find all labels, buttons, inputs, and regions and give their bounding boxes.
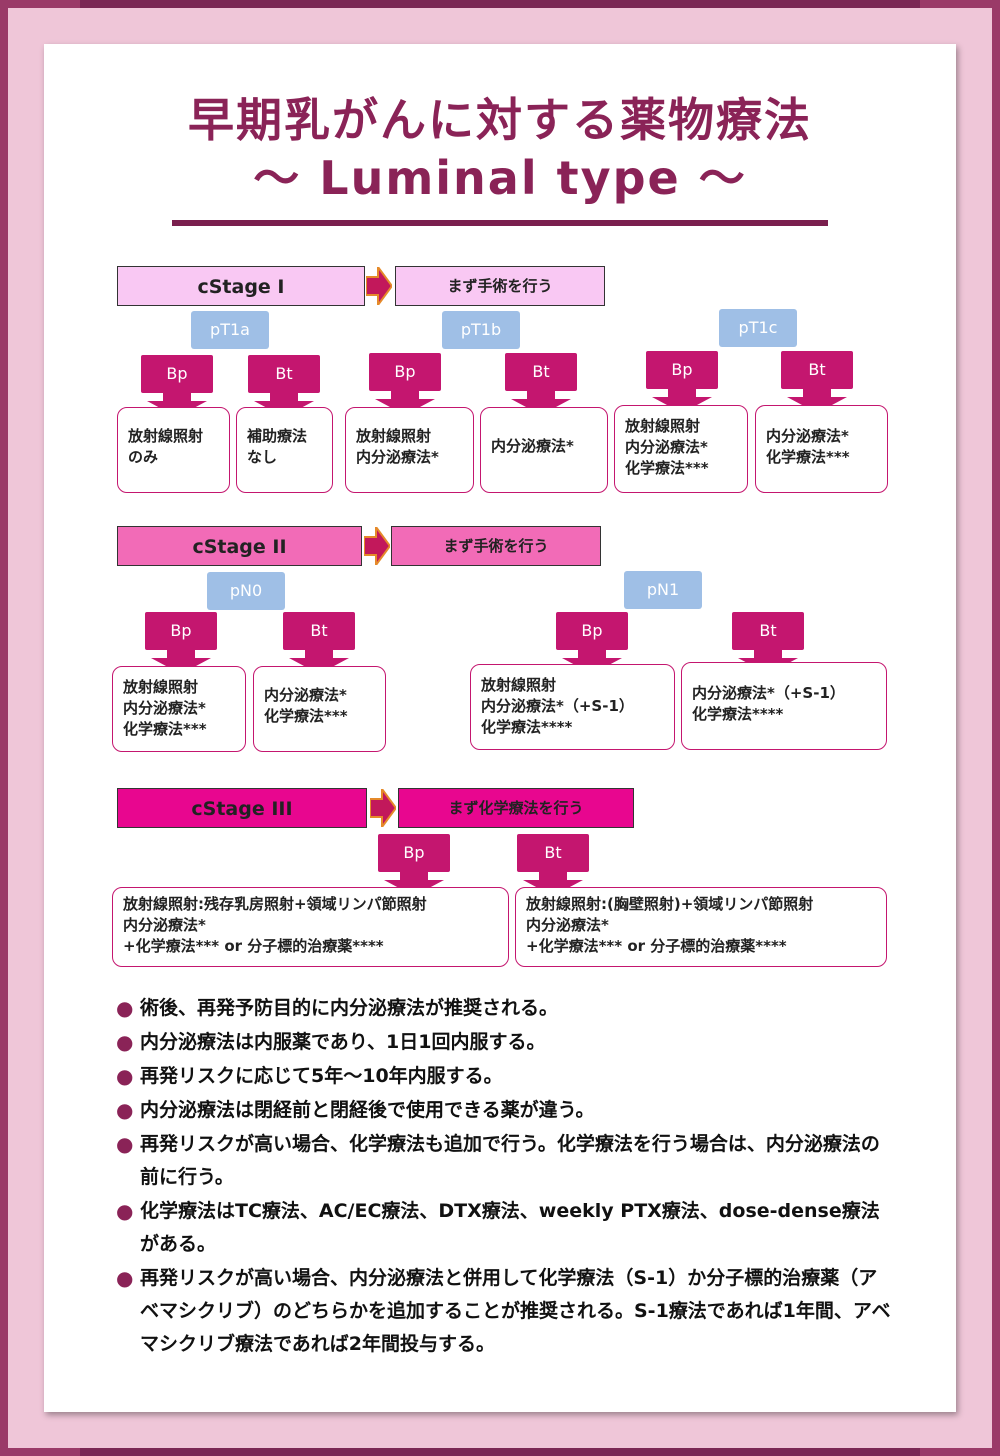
- result-box: 放射線照射:(胸壁照射)+領域リンパ節照射 内分泌療法* +化学療法*** or…: [515, 887, 887, 967]
- down-arrow-icon: [652, 389, 712, 413]
- result-box: 補助療法 なし: [236, 407, 333, 493]
- bp-label: Bp: [369, 353, 441, 391]
- note-item: ●再発リスクに応じて5年〜10年内服する。: [116, 1060, 892, 1093]
- down-arrow-icon: [523, 872, 583, 896]
- down-arrow-icon: [147, 393, 207, 417]
- note-item: ●再発リスクが高い場合、化学療法も追加で行う。化学療法を行う場合は、内分泌療法の…: [116, 1128, 892, 1194]
- bullet-icon: ●: [116, 1266, 134, 1290]
- down-arrow-icon: [384, 872, 444, 896]
- bullet-icon: ●: [116, 1199, 134, 1223]
- tag-pT1c: pT1c: [719, 309, 797, 347]
- bp-label: Bp: [646, 351, 718, 389]
- stage-3-arrow-icon: [370, 789, 396, 827]
- down-arrow-icon: [787, 389, 847, 413]
- result-box: 内分泌療法* 化学療法***: [253, 666, 386, 752]
- bp-label: Bp: [378, 834, 450, 872]
- down-arrow-icon: [375, 391, 435, 415]
- note-item: ●再発リスクが高い場合、内分泌療法と併用して化学療法（S-1）か分子標的治療薬（…: [116, 1262, 892, 1361]
- result-box: 放射線照射 内分泌療法* 化学療法***: [614, 405, 748, 493]
- note-item: ●内分泌療法は閉経前と閉経後で使用できる薬が違う。: [116, 1094, 892, 1127]
- stage-3-first-step: まず化学療法を行う: [398, 788, 634, 828]
- bullet-icon: ●: [116, 996, 134, 1020]
- down-arrow-icon: [254, 393, 314, 417]
- result-box: 放射線照射 のみ: [117, 407, 230, 493]
- bt-label: Bt: [517, 834, 589, 872]
- stage-1-arrow-icon: [366, 267, 392, 305]
- down-arrow-icon: [511, 391, 571, 415]
- tag-pN0: pN0: [207, 572, 285, 610]
- result-box: 放射線照射 内分泌療法*（+S-1） 化学療法****: [470, 664, 675, 750]
- notes-list: ●術後、再発予防目的に内分泌療法が推奨される。 ●内分泌療法は内服薬であり、1日…: [116, 992, 892, 1361]
- page-subtitle: 〜 Luminal type 〜: [253, 151, 747, 205]
- bt-label: Bt: [283, 612, 355, 650]
- tag-pT1a: pT1a: [191, 311, 269, 349]
- down-arrow-icon: [151, 650, 211, 674]
- bt-label: Bt: [248, 355, 320, 393]
- bp-label: Bp: [145, 612, 217, 650]
- frame-stripe-top: [80, 0, 920, 8]
- page-title: 早期乳がんに対する薬物療法: [188, 93, 812, 147]
- bullet-icon: ●: [116, 1098, 134, 1122]
- result-box: 放射線照射 内分泌療法*: [345, 407, 474, 493]
- tag-pT1b: pT1b: [442, 311, 520, 349]
- note-item: ●化学療法はTC療法、AC/EC療法、DTX療法、weekly PTX療法、do…: [116, 1195, 892, 1261]
- bullet-icon: ●: [116, 1132, 134, 1156]
- title-rule: [172, 220, 828, 226]
- tag-pN1: pN1: [624, 571, 702, 609]
- result-box: 内分泌療法*（+S-1） 化学療法****: [681, 662, 887, 750]
- bp-label: Bp: [556, 612, 628, 650]
- bt-label: Bt: [505, 353, 577, 391]
- result-box: 内分泌療法* 化学療法***: [755, 405, 888, 493]
- down-arrow-icon: [289, 650, 349, 674]
- bp-label: Bp: [141, 355, 213, 393]
- frame-stripe-bottom: [80, 1448, 920, 1456]
- note-item: ●内分泌療法は内服薬であり、1日1回内服する。: [116, 1026, 892, 1059]
- stage-2-first-step: まず手術を行う: [391, 526, 601, 566]
- stage-1-label: cStage I: [117, 266, 365, 306]
- result-box: 内分泌療法*: [480, 407, 608, 493]
- bt-label: Bt: [732, 612, 804, 650]
- bt-label: Bt: [781, 351, 853, 389]
- stage-3-label: cStage III: [117, 788, 367, 828]
- bullet-icon: ●: [116, 1064, 134, 1088]
- result-box: 放射線照射:残存乳房照射+領域リンパ節照射 内分泌療法* +化学療法*** or…: [112, 887, 509, 967]
- down-arrow-icon: [562, 650, 622, 674]
- result-box: 放射線照射 内分泌療法* 化学療法***: [112, 666, 246, 752]
- stage-2-arrow-icon: [364, 527, 390, 565]
- stage-1-first-step: まず手術を行う: [395, 266, 605, 306]
- stage-2-label: cStage II: [117, 526, 362, 566]
- note-item: ●術後、再発予防目的に内分泌療法が推奨される。: [116, 992, 892, 1025]
- bullet-icon: ●: [116, 1030, 134, 1054]
